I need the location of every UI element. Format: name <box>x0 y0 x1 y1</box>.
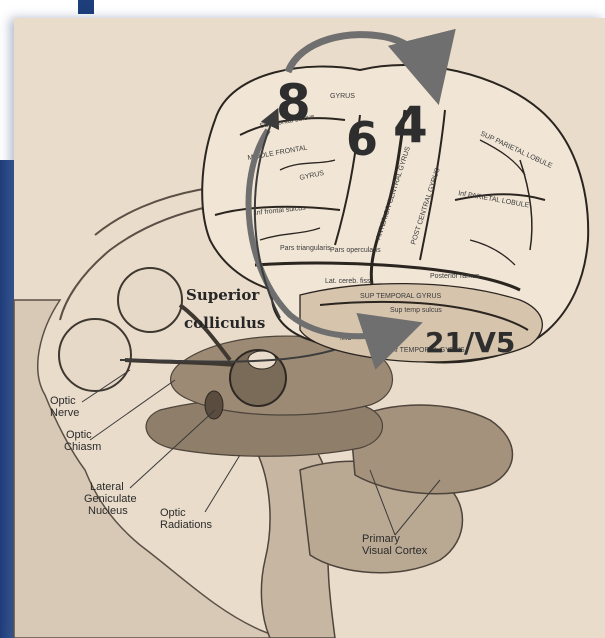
gyrus-label-pars-opercularis: Pars opercularis <box>330 247 381 254</box>
gyrus-label-posterior-ramus: Posterior ramus <box>430 273 480 280</box>
optic-chiasm-label-line2: Chiasm <box>64 441 101 453</box>
eye-upper <box>118 268 182 332</box>
optic-nerve-label-line2: Nerve <box>50 407 79 419</box>
gyrus-label-sup-temporal-sulcus: Sup temp sulcus <box>390 307 442 314</box>
eye-lower <box>59 319 131 391</box>
superior-colliculus-label-line1: Superior <box>186 286 260 304</box>
lgn-label-line1: Lateral <box>90 481 124 493</box>
optic-radiations-label-line1: Optic <box>160 507 186 519</box>
thalamus-oval <box>205 391 223 419</box>
gyrus-label-sup-temporal: SUP TEMPORAL GYRUS <box>360 293 442 300</box>
gyrus-label-top: GYRUS <box>330 93 355 100</box>
area-4-label: 4 <box>393 96 428 154</box>
lgn-label-line2: Geniculate <box>84 493 137 505</box>
area-8-label: 8 <box>276 74 311 132</box>
gyrus-label-lat-cereb-fiss: Lat. cereb. fiss. <box>325 278 373 285</box>
primary-visual-cortex-label-line2: Visual Cortex <box>362 545 428 557</box>
lgn-label-line3: Nucleus <box>88 505 128 517</box>
superior-colliculus-label-line2: colliculus <box>184 314 265 332</box>
area-mt-label: 21/V5 <box>425 326 515 359</box>
gyrus-label-pars-triangularis: Pars triangularis <box>280 245 331 252</box>
optic-radiations-label-line2: Radiations <box>160 519 212 531</box>
optic-nerve-label-line1: Optic <box>50 395 76 407</box>
optic-chiasm-label-line1: Optic <box>66 429 92 441</box>
area-6-label: 6 <box>346 112 378 166</box>
